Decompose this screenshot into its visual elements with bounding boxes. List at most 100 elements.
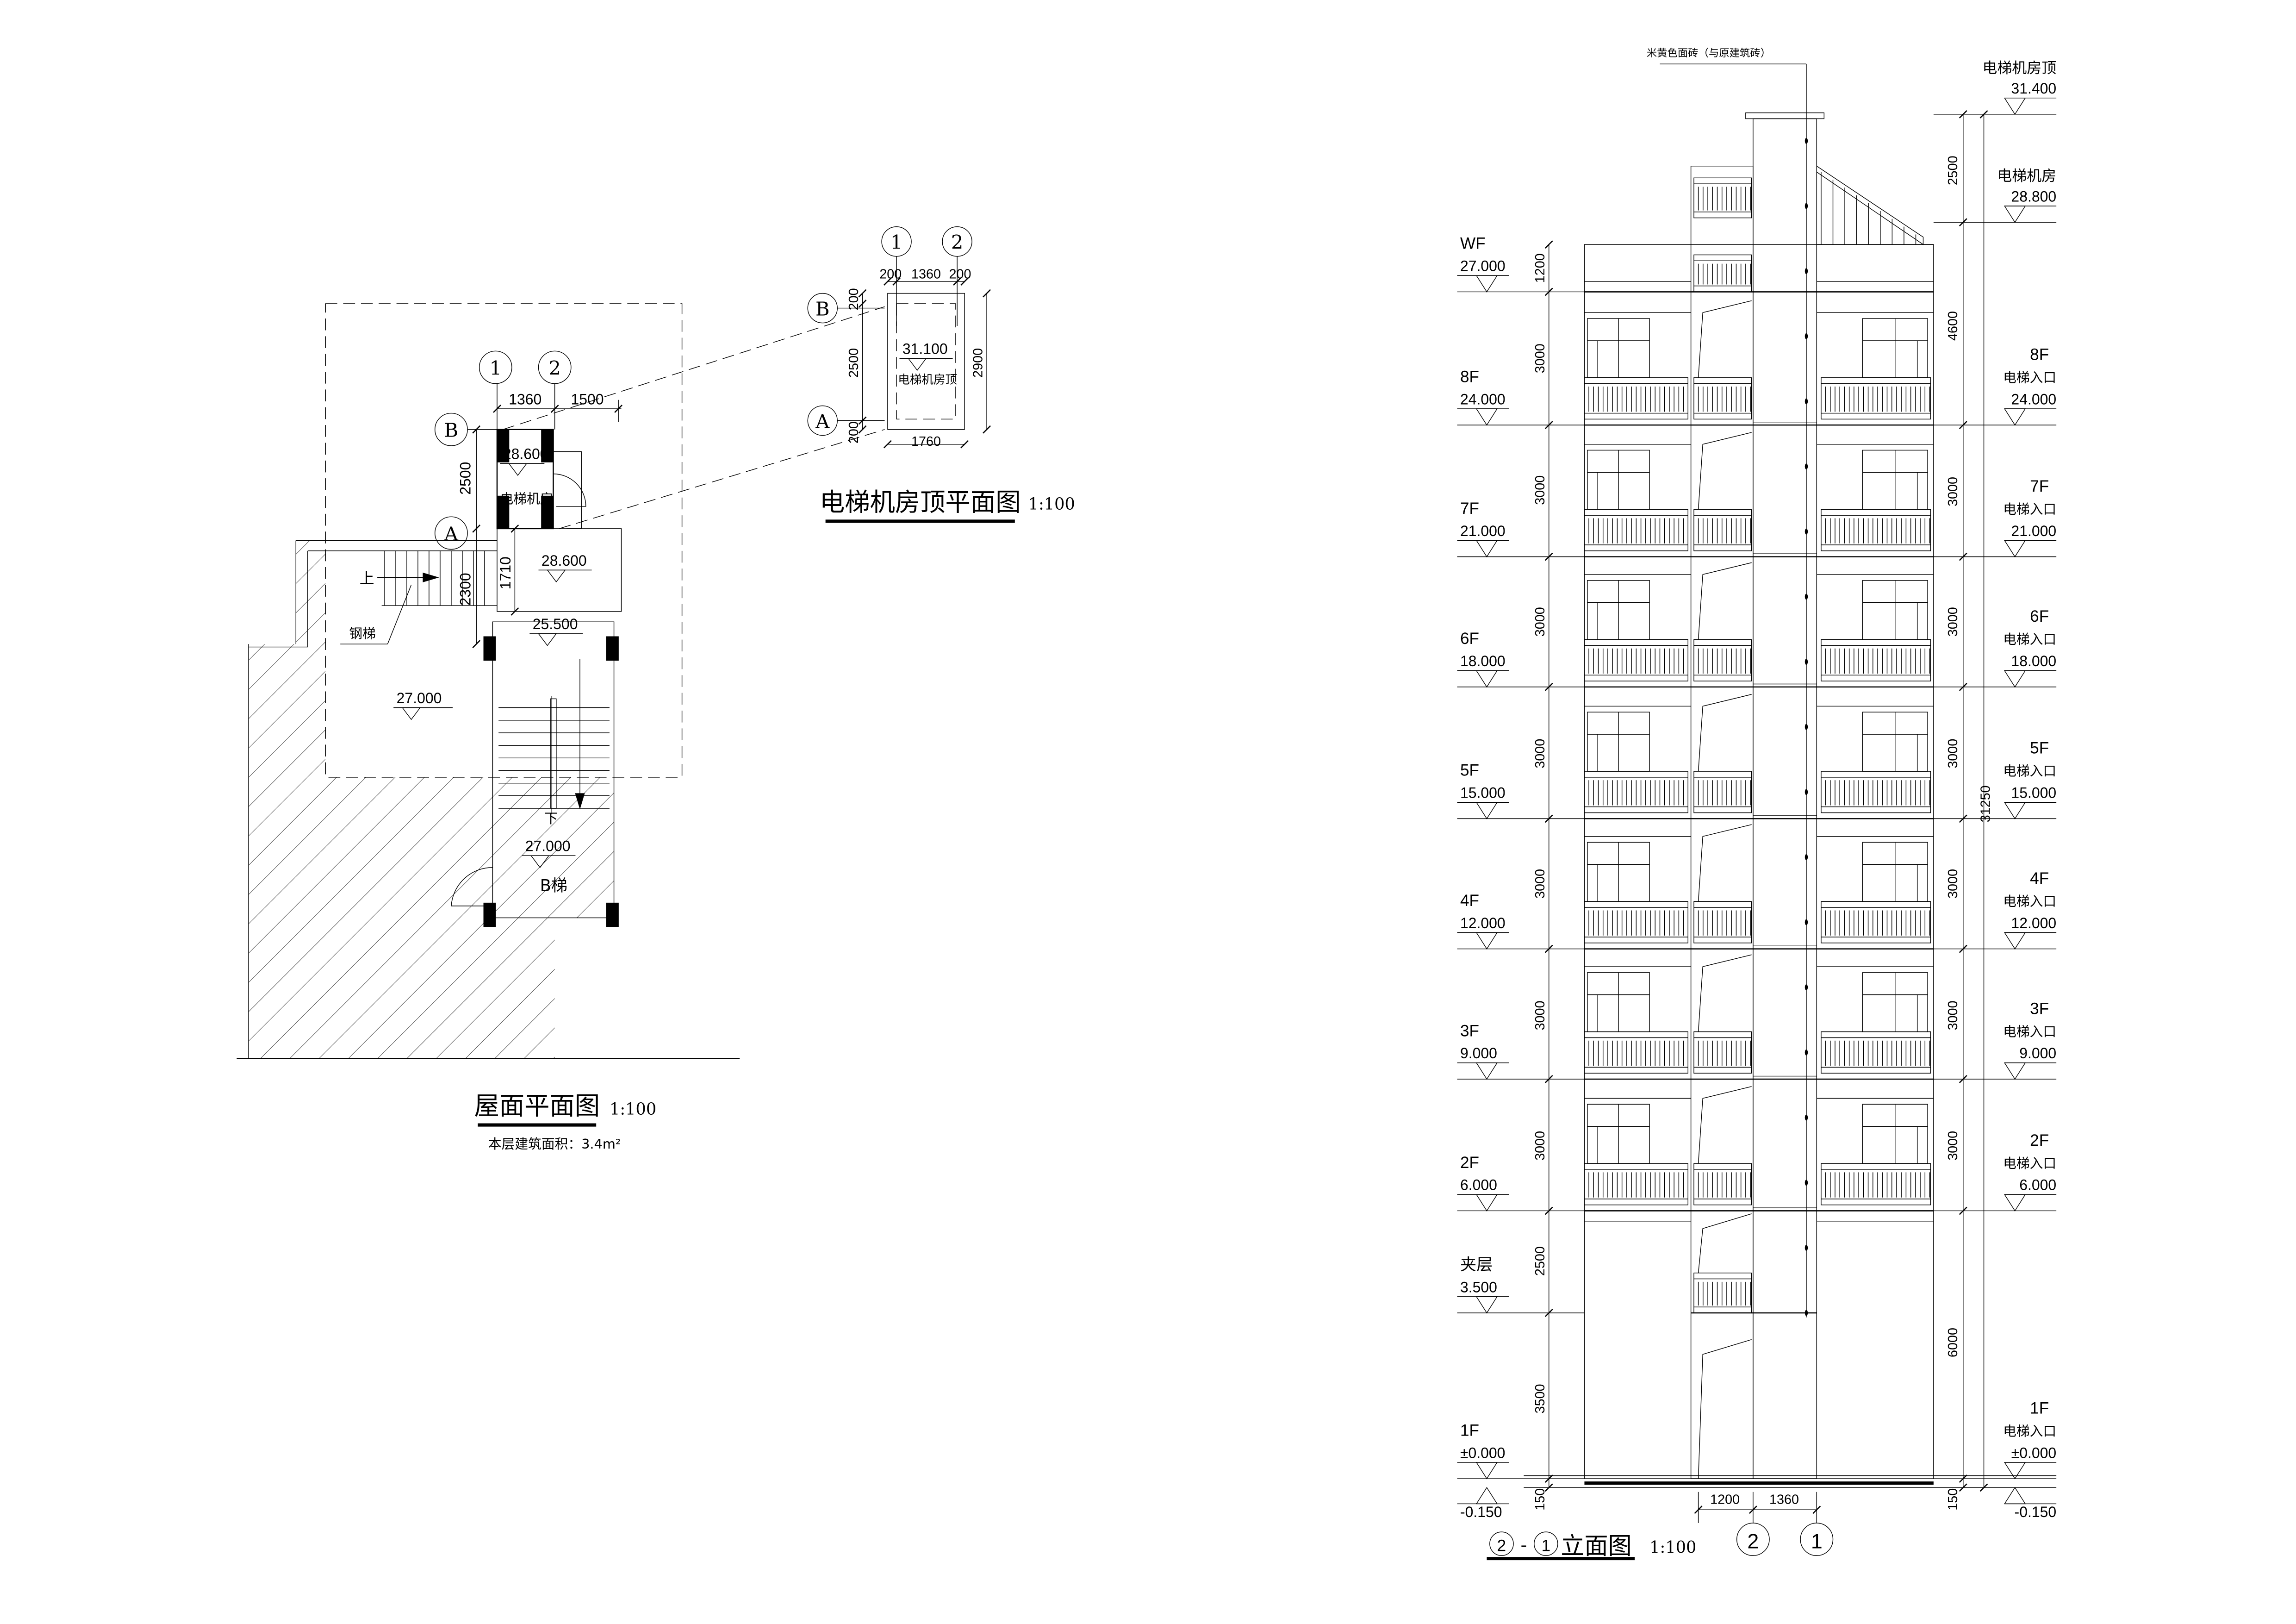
right-dim: 3000 bbox=[1946, 739, 1960, 768]
left-dim: 3000 bbox=[1533, 1131, 1548, 1161]
leader-dot bbox=[1804, 724, 1808, 730]
right-level-name: 2F bbox=[2030, 1131, 2049, 1149]
stair-slope bbox=[1698, 562, 1752, 640]
left-level-value: 24.000 bbox=[1460, 391, 1506, 407]
level-marker-icon bbox=[402, 707, 421, 720]
railing bbox=[1821, 639, 1931, 681]
stair-slope bbox=[1698, 432, 1752, 510]
axis-label-B: B bbox=[815, 298, 830, 320]
leader-dot bbox=[1804, 1049, 1808, 1056]
left-level-value: 6.000 bbox=[1460, 1177, 1497, 1193]
leader-dot bbox=[1804, 593, 1808, 600]
column bbox=[541, 495, 554, 529]
leader-dot bbox=[1804, 789, 1808, 795]
level-marker-icon bbox=[1475, 1296, 1498, 1314]
line bbox=[387, 585, 412, 644]
dimension-tick bbox=[472, 425, 481, 434]
dimension-tick bbox=[892, 277, 901, 286]
railing bbox=[1693, 771, 1752, 813]
right-level-name: 7F bbox=[2030, 477, 2049, 495]
axis-label-B: B bbox=[444, 419, 459, 442]
dimension-tick bbox=[1959, 944, 1967, 953]
dimension-tick bbox=[858, 289, 867, 298]
level-marker-icon bbox=[2004, 540, 2026, 557]
railing bbox=[1693, 509, 1752, 551]
level-marker-icon bbox=[1475, 932, 1498, 950]
dim-200-right: 200 bbox=[949, 267, 971, 282]
title-axis-bubble-1 bbox=[1534, 1531, 1558, 1556]
right-level-value: 24.000 bbox=[2011, 391, 2056, 407]
level-roof: 27.000 bbox=[397, 690, 442, 706]
level-stair-b: 27.000 bbox=[525, 838, 571, 855]
right-dim: 150 bbox=[1946, 1488, 1960, 1511]
dimension-tick bbox=[1959, 110, 1967, 119]
right-level-name: 6F bbox=[2030, 607, 2049, 625]
column bbox=[606, 636, 619, 661]
left-level-name: 8F bbox=[1460, 368, 1479, 386]
level-marker-icon bbox=[2004, 206, 2026, 223]
level-landing: 28.600 bbox=[541, 552, 587, 569]
right-dim: 3000 bbox=[1946, 869, 1960, 899]
railing bbox=[1693, 1031, 1752, 1074]
left-dim: 3000 bbox=[1533, 607, 1548, 637]
stair-slope bbox=[1698, 954, 1752, 1032]
label-machine-room: 电梯机房 bbox=[500, 491, 553, 507]
dim-2300: 2300 bbox=[457, 573, 473, 606]
dimension-tick bbox=[960, 440, 969, 449]
left-dim: 3000 bbox=[1533, 1001, 1548, 1031]
railing bbox=[1693, 177, 1752, 219]
dimension-tick bbox=[1544, 1075, 1553, 1083]
dim-2900: 2900 bbox=[971, 348, 985, 378]
stair-tower bbox=[1690, 165, 1754, 1479]
column bbox=[541, 429, 554, 462]
leader-dot bbox=[1804, 1310, 1808, 1316]
dimension-tick bbox=[1959, 421, 1967, 430]
building-outline bbox=[1584, 244, 1934, 1479]
level-marker-icon bbox=[2004, 1194, 2026, 1212]
axis-bubble-1 bbox=[1800, 1523, 1834, 1556]
left-level-name: 夹层 bbox=[1460, 1255, 1493, 1274]
dimension-tick bbox=[960, 277, 969, 286]
leader-dot bbox=[1804, 1180, 1808, 1186]
right-level-value: 15.000 bbox=[2011, 785, 2056, 801]
dimension-tick bbox=[983, 425, 991, 434]
dimension-tick bbox=[1979, 110, 1988, 119]
axis-label-2: 2 bbox=[548, 356, 560, 379]
railing bbox=[1584, 639, 1688, 681]
right-level-name: 电梯机房 bbox=[1997, 167, 2056, 185]
dimension-tick bbox=[1959, 1206, 1967, 1215]
axis-bubble-2 bbox=[942, 226, 972, 257]
right-level-value: 9.000 bbox=[2019, 1045, 2056, 1062]
right-level-sub: 电梯入口 bbox=[2003, 369, 2056, 385]
title-axis-2: 2 bbox=[1497, 1537, 1506, 1555]
level-marker-icon bbox=[508, 463, 528, 476]
axis-bubble-1 bbox=[881, 226, 912, 257]
right-level-sub: 电梯入口 bbox=[2003, 1423, 2056, 1439]
dimension-tick bbox=[1544, 552, 1553, 561]
dimension-tick bbox=[1959, 552, 1967, 561]
axis-label-2: 2 bbox=[1747, 1530, 1759, 1553]
left-level-value: 21.000 bbox=[1460, 523, 1506, 539]
left-dim: 3000 bbox=[1533, 344, 1548, 373]
level-machine-room: 28.600 bbox=[503, 446, 548, 462]
roof-plan-title: 屋面平面图 bbox=[474, 1092, 600, 1121]
axis-bubble-2 bbox=[1736, 1523, 1770, 1556]
dim-200-bottom: 200 bbox=[846, 421, 861, 443]
dimension-tick bbox=[1544, 240, 1553, 249]
dimension-tick bbox=[1959, 1474, 1967, 1483]
column bbox=[497, 495, 510, 529]
level-marker-icon bbox=[1475, 1194, 1498, 1212]
leader-dot bbox=[1804, 268, 1808, 275]
stair-slope bbox=[1698, 1086, 1752, 1164]
level-marker-icon bbox=[2004, 932, 2026, 950]
left-level-name: 3F bbox=[1460, 1022, 1479, 1040]
dim-200-left: 200 bbox=[879, 267, 902, 282]
level-marker-icon bbox=[1475, 1462, 1498, 1480]
right-level-sub: 电梯入口 bbox=[2003, 1156, 2056, 1171]
left-level-value: 15.000 bbox=[1460, 785, 1506, 801]
title-dash: - bbox=[1520, 1535, 1527, 1556]
axis-label-2: 2 bbox=[951, 231, 963, 254]
level-marker-icon bbox=[538, 633, 557, 646]
leader-dot bbox=[1804, 1244, 1808, 1251]
